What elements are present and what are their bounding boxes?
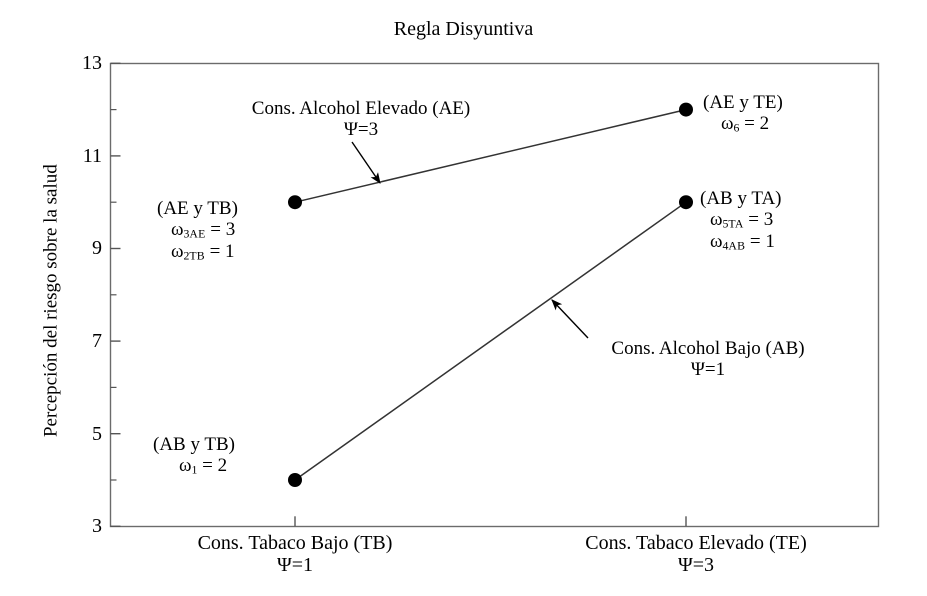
omega-value: = 1	[209, 241, 235, 263]
omega-symbol: ω	[710, 231, 723, 253]
point-label-ab-tb-omega: ω1 = 2	[153, 455, 235, 477]
point-label-ae-tb-omega3: ω3AE = 3	[157, 219, 238, 241]
y-tick-label-9: 9	[92, 237, 102, 259]
omega-tag: AE	[189, 227, 206, 241]
omega-tag: TA	[728, 217, 744, 231]
point-label-ae-tb-omega2: ω2TB = 1	[157, 241, 238, 263]
omega-value: = 3	[748, 209, 774, 231]
data-point-ae-te[interactable]	[679, 102, 693, 117]
omega-index: 6	[733, 121, 740, 135]
point-label-ab-tb: (AB y TB) ω1 = 2	[153, 434, 235, 477]
omega-symbol: ω	[171, 219, 184, 241]
point-label-ab-ta: (AB y TA) ω5TA = 3 ω4AB = 1	[700, 188, 782, 253]
series-alcohol-bajo	[288, 195, 693, 487]
annotation-alcohol-elevado: Cons. Alcohol Elevado (AE) Ψ=3	[196, 98, 526, 141]
omega-index: 3	[183, 227, 190, 241]
point-label-ab-tb-title: (AB y TB)	[153, 434, 235, 455]
y-tick-label-3: 3	[92, 515, 102, 537]
omega-index: 1	[191, 463, 198, 477]
omega-index: 4	[722, 239, 729, 253]
annotation-alcohol-bajo-label: Cons. Alcohol Bajo (AB)	[611, 338, 805, 359]
omega-symbol: ω	[710, 209, 723, 231]
x-axis-label-left-psi: Ψ=1	[276, 554, 314, 577]
omega-tag: AB	[728, 239, 746, 253]
omega-symbol: ω	[171, 241, 184, 263]
point-label-ae-te: (AE y TE) ω6 = 2	[703, 92, 783, 135]
x-axis-label-right-text: Cons. Tabaco Elevado (TE)	[585, 532, 807, 554]
omega-index: 2	[183, 249, 190, 263]
omega-symbol: ω	[721, 113, 734, 135]
point-label-ae-te-omega: ω6 = 2	[703, 113, 783, 135]
x-axis-ticks	[294, 516, 687, 527]
omega-tag: TB	[189, 249, 205, 263]
annotation-arrow-alcohol-elevado	[351, 141, 381, 184]
y-axis-major-ticks	[110, 62, 121, 527]
y-axis-minor-ticks	[110, 108, 117, 481]
omega-value: = 1	[749, 231, 775, 253]
omega-value: = 3	[210, 219, 236, 241]
y-tick-label-7: 7	[92, 330, 102, 352]
y-tick-label-5: 5	[92, 423, 102, 445]
y-axis-label: Percepción del riesgo sobre la salud	[40, 164, 62, 438]
omega-value: = 2	[202, 455, 228, 477]
y-tick-label-11: 11	[82, 145, 102, 167]
annotation-arrow-alcohol-bajo	[551, 299, 589, 339]
omega-value: = 2	[744, 113, 770, 135]
annotation-alcohol-elevado-label: Cons. Alcohol Elevado (AE)	[251, 98, 471, 119]
point-label-ae-te-title: (AE y TE)	[703, 92, 783, 113]
annotation-alcohol-elevado-psi: Ψ=3	[343, 119, 379, 141]
annotation-alcohol-bajo: Cons. Alcohol Bajo (AB) Ψ=1	[563, 338, 853, 381]
x-axis-label-right: Cons. Tabaco Elevado (TE) Ψ=3	[546, 532, 846, 577]
point-label-ae-tb-title: (AE y TB)	[157, 198, 238, 219]
omega-index: 5	[722, 217, 729, 231]
series-line-alcohol-elevado	[294, 108, 687, 203]
data-point-ae-tb[interactable]	[288, 195, 302, 210]
point-label-ab-ta-title: (AB y TA)	[700, 188, 782, 209]
y-tick-label-13: 13	[82, 52, 102, 74]
x-axis-label-left-text: Cons. Tabaco Bajo (TB)	[197, 532, 393, 554]
x-axis-label-left: Cons. Tabaco Bajo (TB) Ψ=1	[135, 532, 455, 577]
point-label-ab-ta-omega4: ω4AB = 1	[700, 231, 782, 253]
point-label-ae-tb: (AE y TB) ω3AE = 3 ω2TB = 1	[157, 198, 238, 263]
x-axis-label-right-psi: Ψ=3	[677, 554, 715, 577]
annotation-alcohol-bajo-psi: Ψ=1	[690, 359, 726, 381]
data-point-ab-tb[interactable]	[288, 473, 302, 487]
series-line-alcohol-bajo	[294, 201, 687, 481]
omega-symbol: ω	[179, 455, 192, 477]
point-label-ab-ta-omega5: ω5TA = 3	[700, 209, 782, 231]
page-title: Regla Disyuntiva	[393, 18, 534, 40]
data-point-ab-ta[interactable]	[679, 195, 693, 210]
series-alcohol-elevado	[288, 102, 693, 210]
